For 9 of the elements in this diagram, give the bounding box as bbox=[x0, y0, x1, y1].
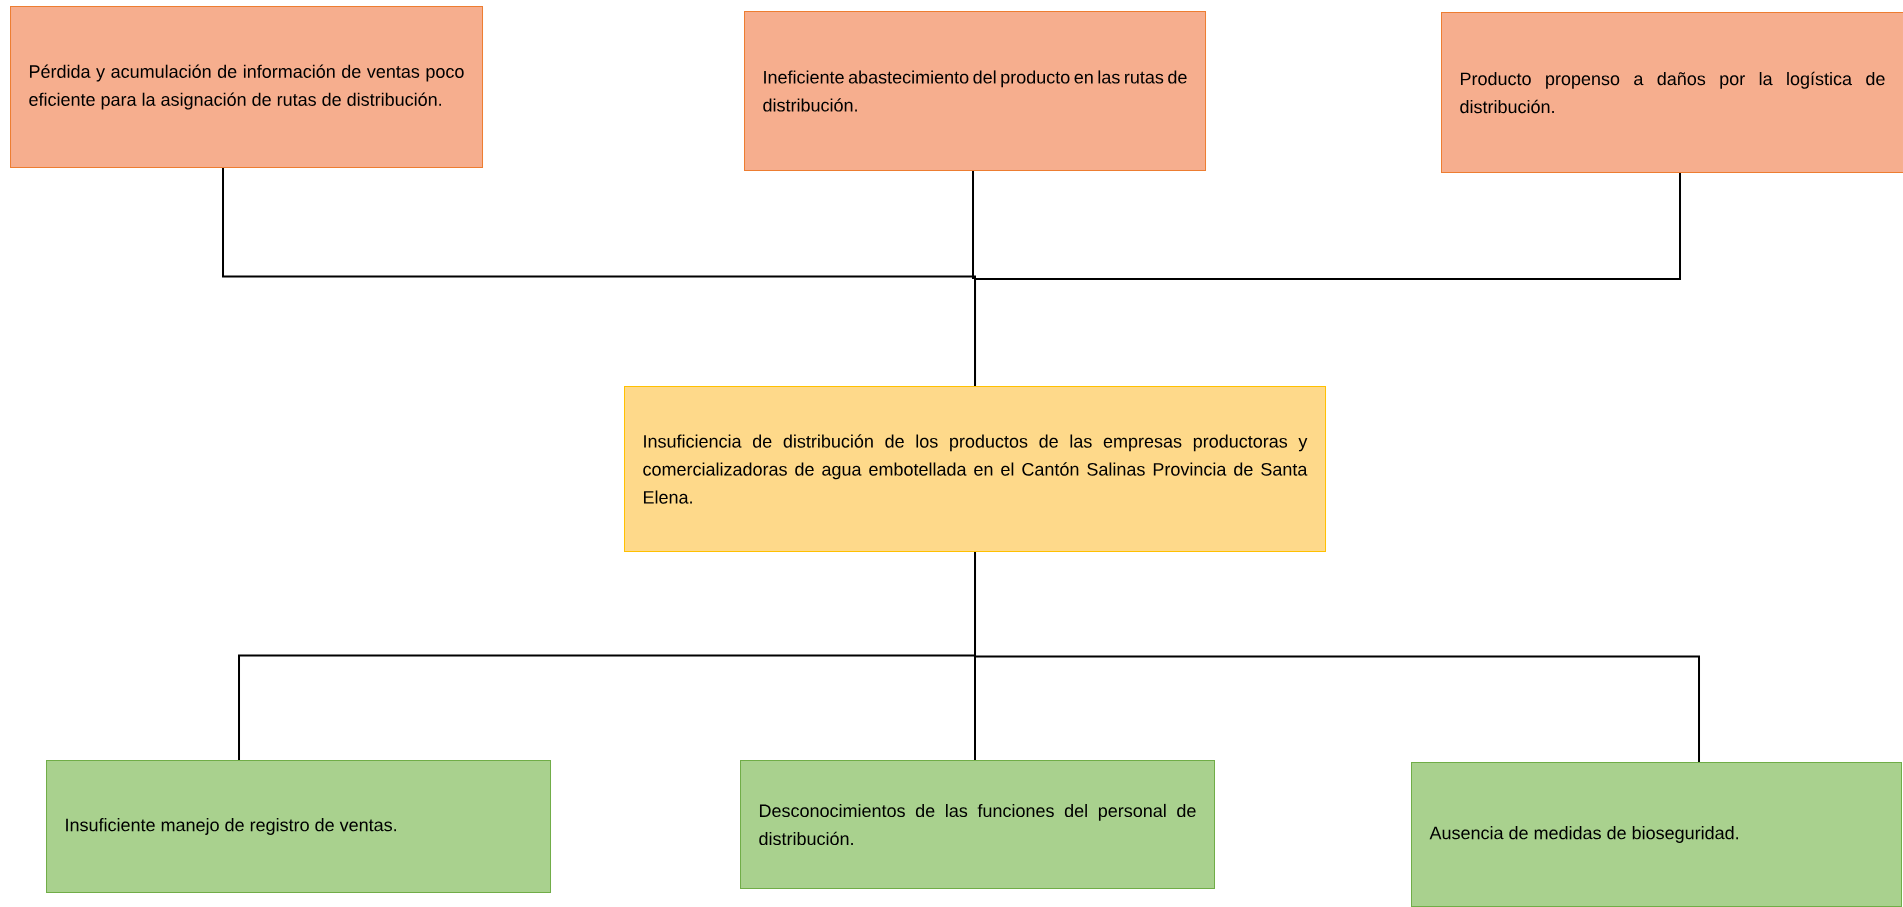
problem-box: Insuficiencia de distribución de los productos de las empresas productoras y comercializadoras de agua embotellada en el Cantón Salinas Provincia de Santa Elena. bbox=[624, 386, 1326, 552]
cause-box: Desconocimientos de las funciones del personal de distribución. bbox=[740, 760, 1215, 889]
connector-line bbox=[974, 172, 1681, 387]
cause-box: Insuficiente manejo de registro de ventas. bbox=[46, 760, 551, 893]
effect-box: Ineficiente abastecimiento del producto en las rutas de distribución. bbox=[744, 11, 1206, 171]
effect-box: Producto propenso a daños por la logística de distribución. bbox=[1441, 12, 1903, 173]
connector-line bbox=[974, 551, 1700, 763]
effect-box: Pérdida y acumulación de información de ventas poco eficiente para la asignación de rutas de distribución. bbox=[10, 6, 483, 168]
cause-box: Ausencia de medidas de bioseguridad. bbox=[1411, 762, 1902, 907]
